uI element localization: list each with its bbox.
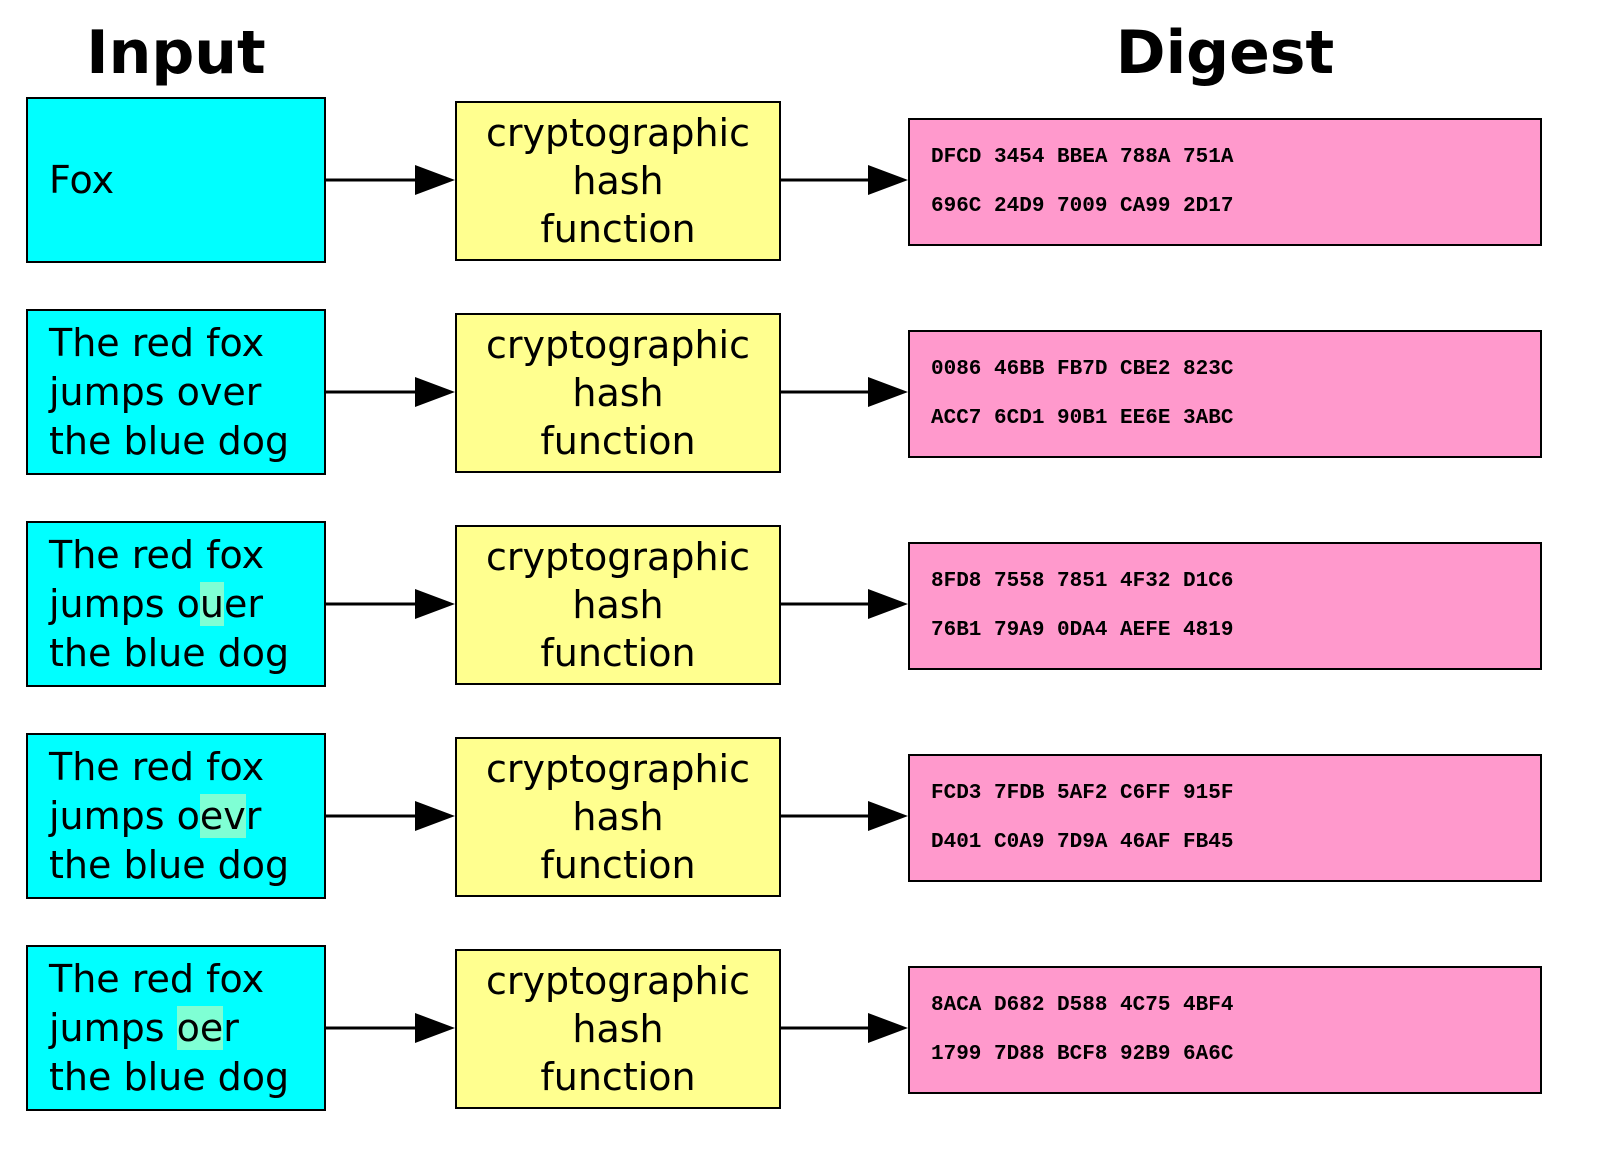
input-text: jumps over — [49, 369, 262, 414]
input-line: the blue dog — [49, 841, 324, 890]
input-line: jumps ouer — [49, 580, 324, 629]
hash-label-line: cryptographic — [486, 959, 750, 1003]
input-line: jumps oer — [49, 1004, 324, 1053]
input-text: The red fox — [49, 532, 265, 577]
input-text: The red fox — [49, 744, 265, 789]
arrowhead-icon — [415, 377, 455, 407]
input-line: Fox — [49, 156, 324, 205]
hash-label-line: cryptographic — [486, 535, 750, 579]
input-line: The red fox — [49, 531, 324, 580]
arrowhead-icon — [868, 377, 908, 407]
input-text: The red fox — [49, 320, 265, 365]
changed-text-highlight: oe — [176, 1005, 224, 1050]
digest-box: FCD3 7FDB 5AF2 C6FF 915F D401 C0A9 7D9A 4… — [908, 754, 1542, 882]
digest-box: DFCD 3454 BBEA 788A 751A 696C 24D9 7009 C… — [908, 118, 1542, 246]
input-text: jumps — [49, 1005, 177, 1050]
input-text: the blue dog — [49, 1054, 290, 1099]
hash-label-line: function — [540, 843, 696, 887]
hash-label-line: hash — [572, 159, 664, 203]
hash-label-line: function — [540, 1055, 696, 1099]
digest-box: 8ACA D682 D588 4C75 4BF4 1799 7D88 BCF8 9… — [908, 966, 1542, 1094]
input-box: Fox — [26, 97, 326, 263]
input-line: The red fox — [49, 955, 324, 1004]
hash-label-line: hash — [572, 795, 664, 839]
input-text: r — [223, 1005, 239, 1050]
digest-header: Digest — [1115, 18, 1335, 88]
hash-label-line: cryptographic — [486, 111, 750, 155]
input-line: jumps oevr — [49, 792, 324, 841]
arrowhead-icon — [415, 589, 455, 619]
arrowhead-icon — [415, 165, 455, 195]
digest-line: D401 C0A9 7D9A 46AF FB45 — [931, 831, 1234, 854]
input-line: the blue dog — [49, 417, 324, 466]
input-header: Input — [86, 18, 266, 88]
digest-line: 696C 24D9 7009 CA99 2D17 — [931, 195, 1234, 218]
input-text: Fox — [49, 157, 115, 202]
arrowhead-icon — [415, 1013, 455, 1043]
hash-label-line: hash — [572, 371, 664, 415]
hash-label-line: hash — [572, 583, 664, 627]
hash-label-line: function — [540, 419, 696, 463]
input-text: the blue dog — [49, 630, 290, 675]
arrowhead-icon — [868, 1013, 908, 1043]
input-line: the blue dog — [49, 629, 324, 678]
digest-line: DFCD 3454 BBEA 788A 751A — [931, 146, 1234, 169]
hash-label-line: cryptographic — [486, 747, 750, 791]
digest-line: 8FD8 7558 7851 4F32 D1C6 — [931, 570, 1234, 593]
digest-line: 1799 7D88 BCF8 92B9 6A6C — [931, 1043, 1234, 1066]
input-line: jumps over — [49, 368, 324, 417]
input-text: the blue dog — [49, 842, 290, 887]
digest-line: 0086 46BB FB7D CBE2 823C — [931, 358, 1234, 381]
arrowhead-icon — [415, 801, 455, 831]
input-line: the blue dog — [49, 1053, 324, 1102]
arrowhead-icon — [868, 589, 908, 619]
input-text: The red fox — [49, 956, 265, 1001]
changed-text-highlight: ev — [199, 793, 246, 838]
digest-box: 0086 46BB FB7D CBE2 823C ACC7 6CD1 90B1 E… — [908, 330, 1542, 458]
digest-line: ACC7 6CD1 90B1 EE6E 3ABC — [931, 407, 1234, 430]
digest-line: 8ACA D682 D588 4C75 4BF4 — [931, 994, 1234, 1017]
input-text: the blue dog — [49, 418, 290, 463]
hash-label-line: cryptographic — [486, 323, 750, 367]
hash-label-line: function — [540, 631, 696, 675]
arrowhead-icon — [868, 165, 908, 195]
digest-box: 8FD8 7558 7851 4F32 D1C6 76B1 79A9 0DA4 A… — [908, 542, 1542, 670]
arrowhead-icon — [868, 801, 908, 831]
changed-text-highlight: u — [199, 581, 224, 626]
digest-line: FCD3 7FDB 5AF2 C6FF 915F — [931, 782, 1234, 805]
input-text: er — [224, 581, 264, 626]
input-line: The red fox — [49, 743, 324, 792]
input-text: jumps o — [49, 581, 200, 626]
hash-label-line: function — [540, 207, 696, 251]
input-line: The red fox — [49, 319, 324, 368]
hash-label-line: hash — [572, 1007, 664, 1051]
input-text: r — [245, 793, 262, 838]
input-text: jumps o — [49, 793, 200, 838]
digest-line: 76B1 79A9 0DA4 AEFE 4819 — [931, 619, 1234, 642]
